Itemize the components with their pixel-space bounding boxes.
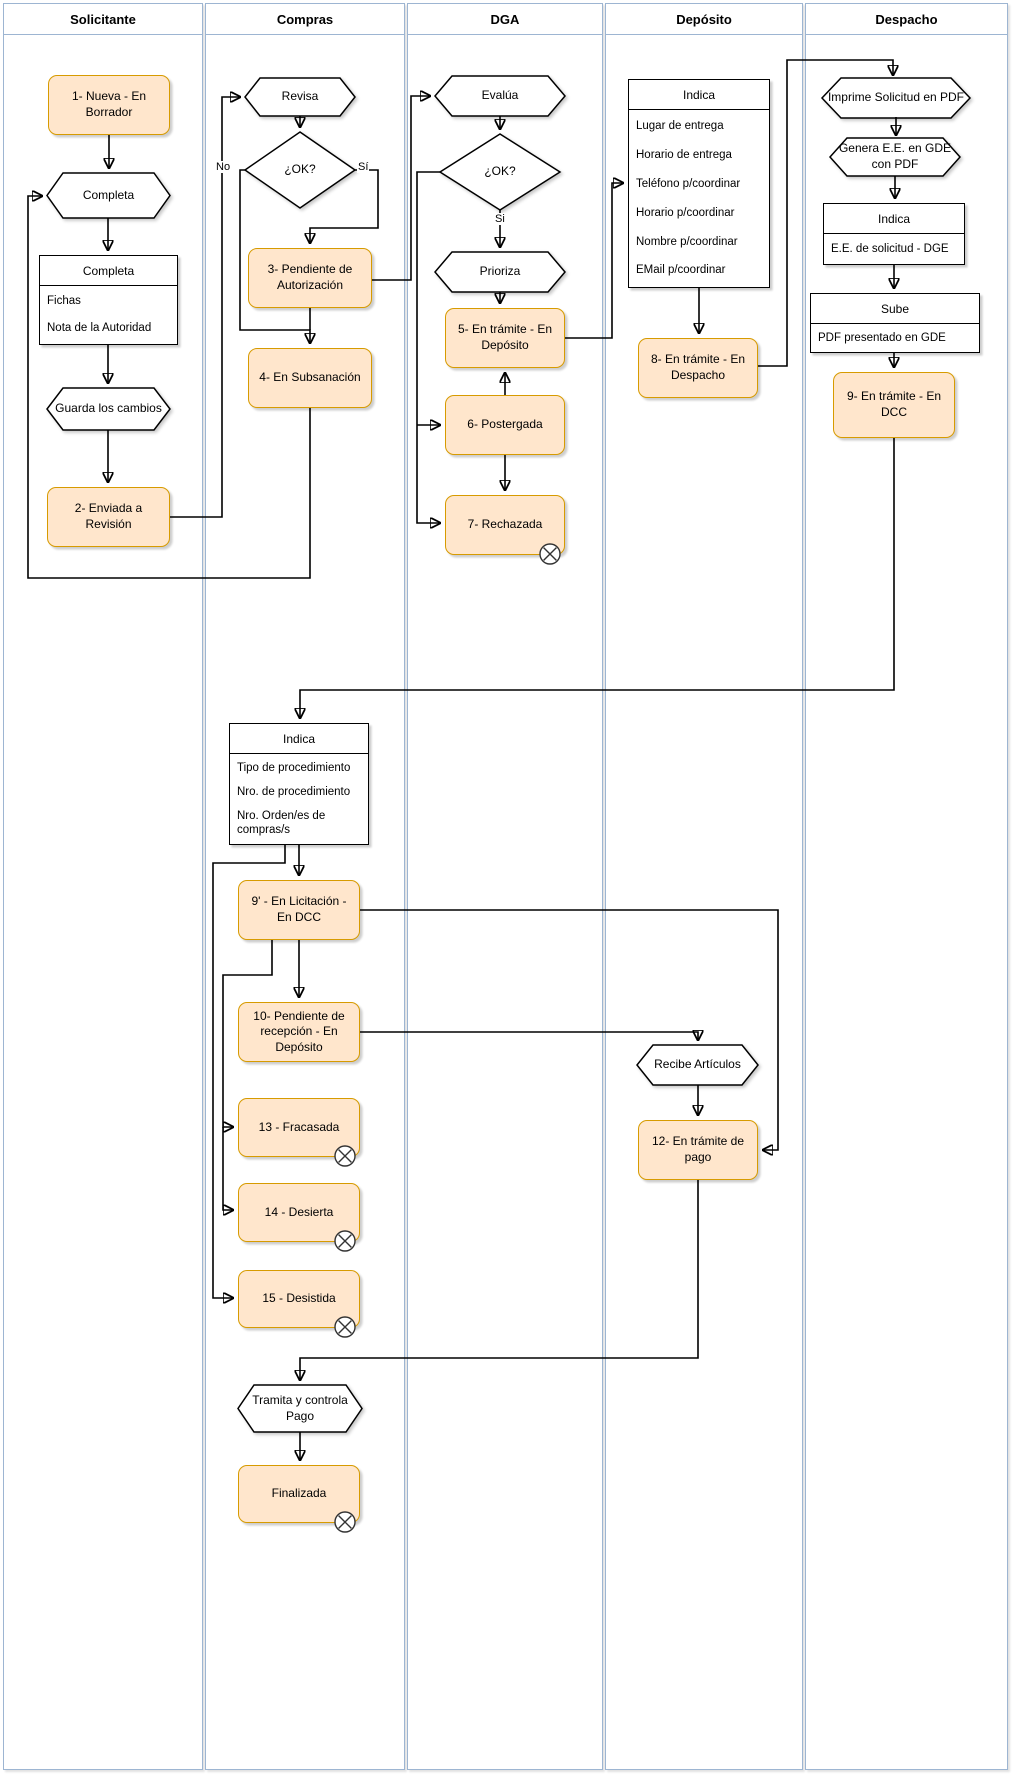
table-row: Fichas [47, 295, 81, 308]
table-row: PDF presentado en GDE [818, 331, 946, 344]
process-label: Evalúa [481, 88, 519, 103]
terminate-icon [539, 543, 561, 565]
lane-title-solicitante: Solicitante [4, 4, 202, 35]
state-9p-en-licitacion-en-dcc: 9' - En Licitación - En DCC [238, 880, 360, 940]
process-label: Genera E.E. en GDE con PDF [838, 141, 952, 171]
hexagon-shape [244, 77, 356, 117]
lane-title-compras: Compras [206, 4, 404, 35]
state-label: 7- Rechazada [467, 517, 543, 532]
state-10-pendiente-de-recepcion: 10- Pendiente de recepción - En Depósito [238, 1002, 360, 1062]
terminate-icon [334, 1511, 356, 1533]
table-sube: Sube PDF presentado en GDE [810, 293, 980, 353]
decision-ok-dga: ¿OK? [438, 133, 562, 211]
hexagon-shape [434, 75, 566, 117]
table-indica-deposito: Indica Lugar de entrega Horario de entre… [628, 79, 770, 288]
table-row: Nombre p/coordinar [636, 235, 738, 248]
state-12-en-tramite-de-pago: 12- En trámite de pago [638, 1120, 758, 1180]
table-indica-despacho: Indica E.E. de solicitud - DGE [823, 203, 965, 265]
process-label: Revisa [281, 89, 319, 104]
edge-label-no: No [215, 161, 232, 173]
table-row: Horario de entrega [636, 149, 732, 162]
process-guarda-los-cambios: Guarda los cambios [46, 387, 171, 431]
table-header: Sube [811, 294, 979, 324]
table-row: Nro. de procedimiento [237, 785, 351, 798]
terminate-icon [334, 1316, 356, 1338]
process-label: Completa [82, 187, 135, 202]
table-row: Lugar de entrega [636, 120, 724, 133]
table-row: Teléfono p/coordinar [636, 177, 741, 190]
process-revisa: Revisa [244, 77, 356, 117]
table-row: Nro. Orden/es de compras/s [237, 809, 326, 836]
state-3-pendiente-de-autorizacion: 3- Pendiente de Autorización [248, 248, 372, 308]
state-label: Finalizada [271, 1486, 327, 1501]
terminate-icon [334, 1230, 356, 1252]
lane-title-dga: DGA [408, 4, 602, 35]
state-6-postergada: 6- Postergada [445, 395, 565, 455]
table-row: Nota de la Autoridad [47, 322, 152, 335]
table-row: Tipo de procedimiento [237, 761, 351, 774]
table-row: Horario p/coordinar [636, 206, 735, 219]
process-completa: Completa [46, 172, 171, 219]
process-label: Imprime Solicitud en PDF [827, 90, 965, 105]
table-header: Indica [824, 204, 964, 234]
process-label: Recibe Artículos [654, 1057, 741, 1072]
process-recibe-articulos: Recibe Artículos [636, 1044, 759, 1086]
state-2-enviada-a-revision: 2- Enviada a Revisión [47, 487, 170, 547]
process-prioriza: Prioriza [434, 251, 566, 293]
table-header: Indica [230, 724, 368, 754]
lane-despacho: Despacho [805, 3, 1008, 1770]
process-label: Tramita y controla Pago [252, 1392, 348, 1423]
state-label: 13 - Fracasada [258, 1119, 340, 1134]
state-9-en-tramite-en-dcc: 9- En trámite - En DCC [833, 372, 955, 438]
state-1-nueva-en-borrador: 1- Nueva - En Borrador [48, 75, 170, 135]
process-imprime-solicitud: Imprime Solicitud en PDF [820, 77, 972, 119]
table-header: Completa [40, 256, 177, 286]
lane-title-deposito: Depósito [606, 4, 802, 35]
table-row: EMail p/coordinar [636, 264, 726, 277]
edge-label-si-compras: Sí [357, 161, 370, 173]
lane-title-despacho: Despacho [806, 4, 1007, 35]
edge-label-si-dga: Si [494, 213, 506, 225]
table-row: E.E. de solicitud - DGE [831, 242, 949, 255]
process-tramita-y-controla-pago: Tramita y controla Pago [237, 1384, 363, 1433]
table-header: Indica [629, 80, 769, 110]
process-label: Prioriza [479, 264, 521, 279]
decision-label: ¿OK? [484, 164, 516, 179]
state-15-desistida: 15 - Desistida [238, 1270, 360, 1338]
process-evalua: Evalúa [434, 75, 566, 117]
state-label: 15 - Desistida [262, 1291, 336, 1306]
state-4-en-subsanacion: 4- En Subsanación [248, 348, 372, 408]
state-14-desierta: 14 - Desierta [238, 1183, 360, 1252]
state-13-fracasada: 13 - Fracasada [238, 1098, 360, 1167]
state-5-en-tramite-en-deposito: 5- En trámite - En Depósito [445, 308, 565, 368]
state-label: 14 - Desierta [264, 1204, 334, 1219]
table-indica-compras: Indica Tipo de procedimiento Nro. de pro… [229, 723, 369, 845]
hexagon-shape [237, 1384, 363, 1433]
state-7-rechazada: 7- Rechazada [445, 495, 565, 565]
decision-label: ¿OK? [284, 162, 316, 177]
decision-ok-compras: ¿OK? [243, 131, 357, 209]
table-completa: Completa Fichas Nota de la Autoridad [39, 255, 178, 345]
state-8-en-tramite-en-despacho: 8- En trámite - En Despacho [638, 338, 758, 398]
process-label: Guarda los cambios [55, 401, 162, 416]
process-genera-ee-gde: Genera E.E. en GDE con PDF [828, 137, 962, 177]
terminate-icon [334, 1145, 356, 1167]
state-finalizada: Finalizada [238, 1465, 360, 1533]
